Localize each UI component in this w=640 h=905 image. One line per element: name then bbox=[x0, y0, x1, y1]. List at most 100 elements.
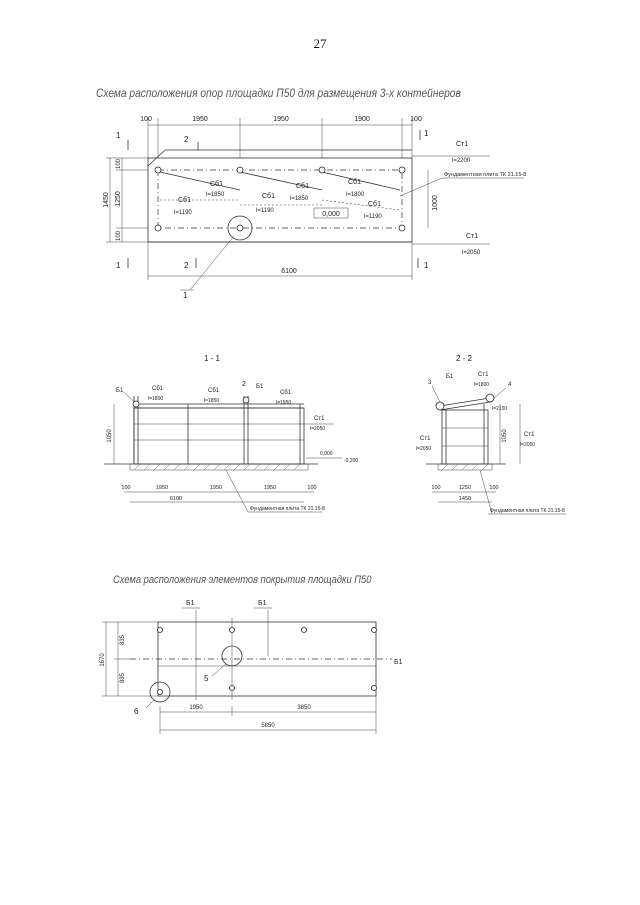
section11-ct1-value: l=2050 bbox=[310, 426, 325, 432]
cover-dim-0: 1950 bbox=[189, 705, 203, 711]
section11-title: 1 - 1 bbox=[204, 354, 221, 363]
cover-post bbox=[157, 689, 163, 695]
plan-sb1-value: l=1190 bbox=[256, 208, 274, 214]
plan-dim-right: 1000 bbox=[432, 195, 439, 211]
section11-sb1-value: l=1850 bbox=[204, 398, 219, 404]
plan-level: 0,000 bbox=[322, 211, 340, 218]
section11-sb1-name: Сб1 bbox=[280, 390, 292, 396]
section22-mark-b1: Б1 bbox=[446, 374, 454, 380]
section11-dim-3: 1950 bbox=[264, 485, 276, 491]
cover-post bbox=[157, 627, 163, 633]
cover-post bbox=[301, 627, 307, 633]
section22-ct3-name: Ст1 bbox=[420, 436, 431, 442]
plan-post bbox=[154, 224, 162, 232]
plan-dim-top-3: 1900 bbox=[354, 116, 370, 123]
cover-callout-circle bbox=[149, 681, 171, 703]
plan-dim-top-4: 100 bbox=[410, 116, 422, 123]
cover-caption: Схема расположения элементов покрытия пл… bbox=[113, 574, 372, 586]
plan-sb1-name: Сб1 bbox=[368, 200, 381, 208]
plan-sb1-name: Сб1 bbox=[296, 182, 309, 190]
section11-slab bbox=[129, 463, 309, 471]
section11-dim-1: 1950 bbox=[156, 485, 168, 491]
section22-top-beam bbox=[439, 397, 491, 407]
section22-dim-0: 100 bbox=[431, 485, 440, 491]
section22-title: 2 - 2 bbox=[456, 354, 473, 363]
plan-sb1-value: l=1190 bbox=[364, 214, 382, 220]
plan-section-1-top: 1 bbox=[116, 131, 121, 140]
cover-post bbox=[371, 627, 377, 633]
section22-ct2-value: l=2100 bbox=[492, 406, 507, 412]
section11-level-1: -0,200 bbox=[344, 458, 358, 464]
section11-frame bbox=[133, 407, 305, 465]
section11-level-0: 0,000 bbox=[320, 451, 333, 457]
section11-total: 6100 bbox=[170, 496, 182, 502]
plan-sb1-value: l=1800 bbox=[346, 192, 365, 198]
plan-view: 100 1950 1950 1900 100 bbox=[103, 116, 526, 300]
section11-mark-b1: Б1 bbox=[116, 388, 124, 394]
cover-post bbox=[229, 685, 235, 691]
plan-dim-top-0: 100 bbox=[140, 116, 152, 123]
plan-callout-1: 1 bbox=[183, 291, 188, 300]
plan-post bbox=[318, 166, 326, 174]
cover-view: Б1 Б1 Б1 5 6 835 835 1670 1950 3850 5850 bbox=[100, 600, 403, 734]
section22-total: 1450 bbox=[459, 496, 471, 502]
section-2-2: 2 - 2 3 Б1 4 Ст1 l=1800 l=2100 Ст1 l=205… bbox=[416, 354, 566, 515]
plan-sb1-value: l=1850 bbox=[290, 196, 309, 202]
plan-dim-left-total: 1450 bbox=[103, 192, 110, 208]
plan-sb1-name: Сб1 bbox=[348, 178, 361, 186]
section11-ct1-name: Ст1 bbox=[314, 416, 325, 422]
plan-section-2-bottom: 2 bbox=[184, 261, 189, 270]
section11-sb1-value: l=1800 bbox=[148, 396, 163, 402]
section11-mark-2: 2 bbox=[242, 381, 246, 388]
plan-callout-leader bbox=[189, 235, 235, 291]
plan-section-1-bottom: 1 bbox=[116, 261, 121, 270]
section22-height: 1050 bbox=[502, 429, 508, 443]
section11-sb1-name: Сб1 bbox=[152, 386, 164, 392]
plan-note-leader bbox=[399, 177, 443, 197]
section22-mark-3: 3 bbox=[428, 380, 432, 386]
plan-post bbox=[154, 166, 162, 174]
section11-note-leader bbox=[225, 469, 249, 513]
section22-dim-2: 100 bbox=[489, 485, 498, 491]
plan-axis-contour bbox=[157, 169, 403, 229]
section22-ct-right-value: l=2050 bbox=[520, 442, 535, 448]
section-1-1: 1 - 1 Б1 2 Б1 Сб1 l=180 bbox=[104, 354, 358, 513]
cover-callout-circle bbox=[221, 645, 243, 667]
plan-dim-left-2: 100 bbox=[116, 230, 122, 241]
plan-post bbox=[236, 224, 244, 232]
plan-ct-top-name: Ст1 bbox=[456, 141, 468, 148]
section22-ct1-value: l=1800 bbox=[474, 382, 489, 388]
section11-node bbox=[242, 396, 250, 404]
cover-dim-left-1: 835 bbox=[120, 672, 126, 683]
plan-post bbox=[236, 166, 244, 174]
cover-mark-b1: Б1 bbox=[186, 600, 195, 607]
section11-mark-b1: Б1 bbox=[256, 384, 264, 390]
cover-callout-6: 6 bbox=[134, 707, 139, 716]
plan-beam bbox=[159, 171, 241, 191]
plan-beam bbox=[239, 171, 323, 191]
plan-dim-top-2: 1950 bbox=[273, 116, 289, 123]
section11-height: 1050 bbox=[107, 429, 113, 443]
cover-callout-leader bbox=[211, 663, 227, 677]
section11-sb1-value: l=1950 bbox=[276, 400, 291, 406]
section22-hatch bbox=[441, 463, 489, 471]
plan-foundation-note: Фундаментная плита ТК 21.15-8 bbox=[444, 172, 526, 178]
plan-post bbox=[398, 224, 406, 232]
plan-dim-left-1: 1250 bbox=[115, 191, 122, 207]
plan-sb1-value: l=1190 bbox=[174, 210, 192, 216]
cover-post bbox=[229, 627, 235, 633]
plan-sb1-name: Сб1 bbox=[210, 180, 223, 188]
section22-top-beam bbox=[439, 401, 491, 411]
section22-ct1-name: Ст1 bbox=[478, 372, 489, 378]
plan-ct-top-value: l=2200 bbox=[452, 158, 471, 164]
plan-dim-bottom: 6100 bbox=[281, 268, 297, 275]
section11-hatch bbox=[133, 463, 301, 471]
section22-node bbox=[435, 401, 445, 411]
plan-beam-dotted bbox=[321, 199, 401, 211]
section11-dim-0: 100 bbox=[121, 485, 130, 491]
section11-sb1-name: Сб1 bbox=[208, 388, 220, 394]
section22-leader bbox=[493, 387, 507, 399]
section22-slab bbox=[437, 463, 493, 471]
cover-dim-left-0: 835 bbox=[120, 634, 126, 645]
